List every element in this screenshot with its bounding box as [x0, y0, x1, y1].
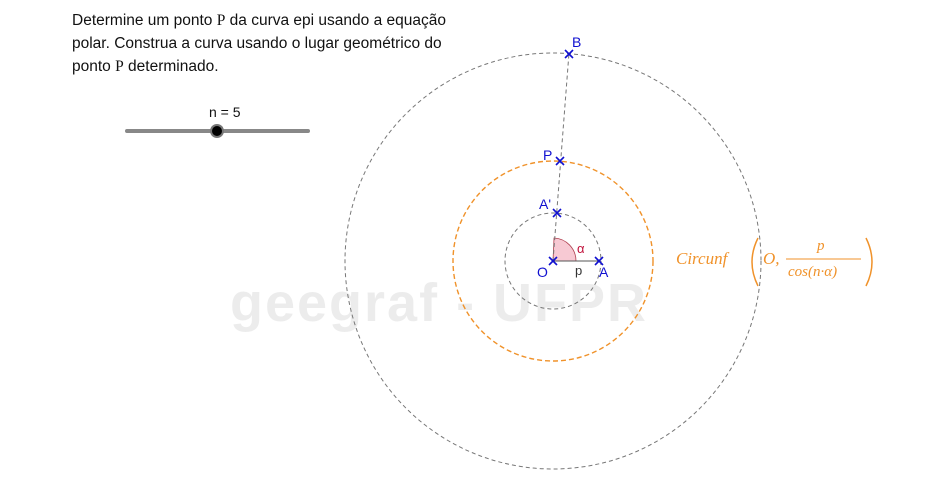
point-o-marker[interactable] [548, 256, 558, 266]
label-b: B [572, 34, 581, 50]
slider-label: n = 5 [209, 104, 241, 120]
point-p-marker[interactable] [555, 156, 565, 166]
n-slider[interactable]: n = 5 [125, 100, 310, 140]
label-a-prime: A' [539, 196, 551, 212]
ray-o-b [552, 52, 570, 262]
slider-knob[interactable] [210, 124, 224, 138]
circle-formula: Circunf O, p cos(n·α) [676, 237, 873, 287]
angle-alpha-label: α [577, 241, 585, 256]
svg-text:O,: O, [763, 249, 780, 268]
svg-text:Circunf: Circunf [676, 249, 730, 268]
point-a-prime-marker[interactable] [552, 208, 562, 218]
point-p-symbol-2: P [115, 58, 124, 75]
label-p: P [543, 147, 552, 163]
point-a-marker[interactable] [594, 256, 604, 266]
segment-p-label: p [575, 263, 582, 278]
instruction-text: Determine um ponto P da curva epi usando… [72, 12, 446, 75]
inner-circle [504, 212, 602, 310]
point-p-symbol: P [216, 12, 226, 29]
outer-circle [344, 52, 762, 470]
svg-text:cos(n·α): cos(n·α) [788, 264, 837, 280]
orange-circle [452, 160, 654, 362]
label-o: O [537, 264, 548, 280]
point-b-marker[interactable] [564, 49, 574, 59]
svg-text:p: p [816, 238, 825, 254]
label-a: A [599, 264, 609, 280]
